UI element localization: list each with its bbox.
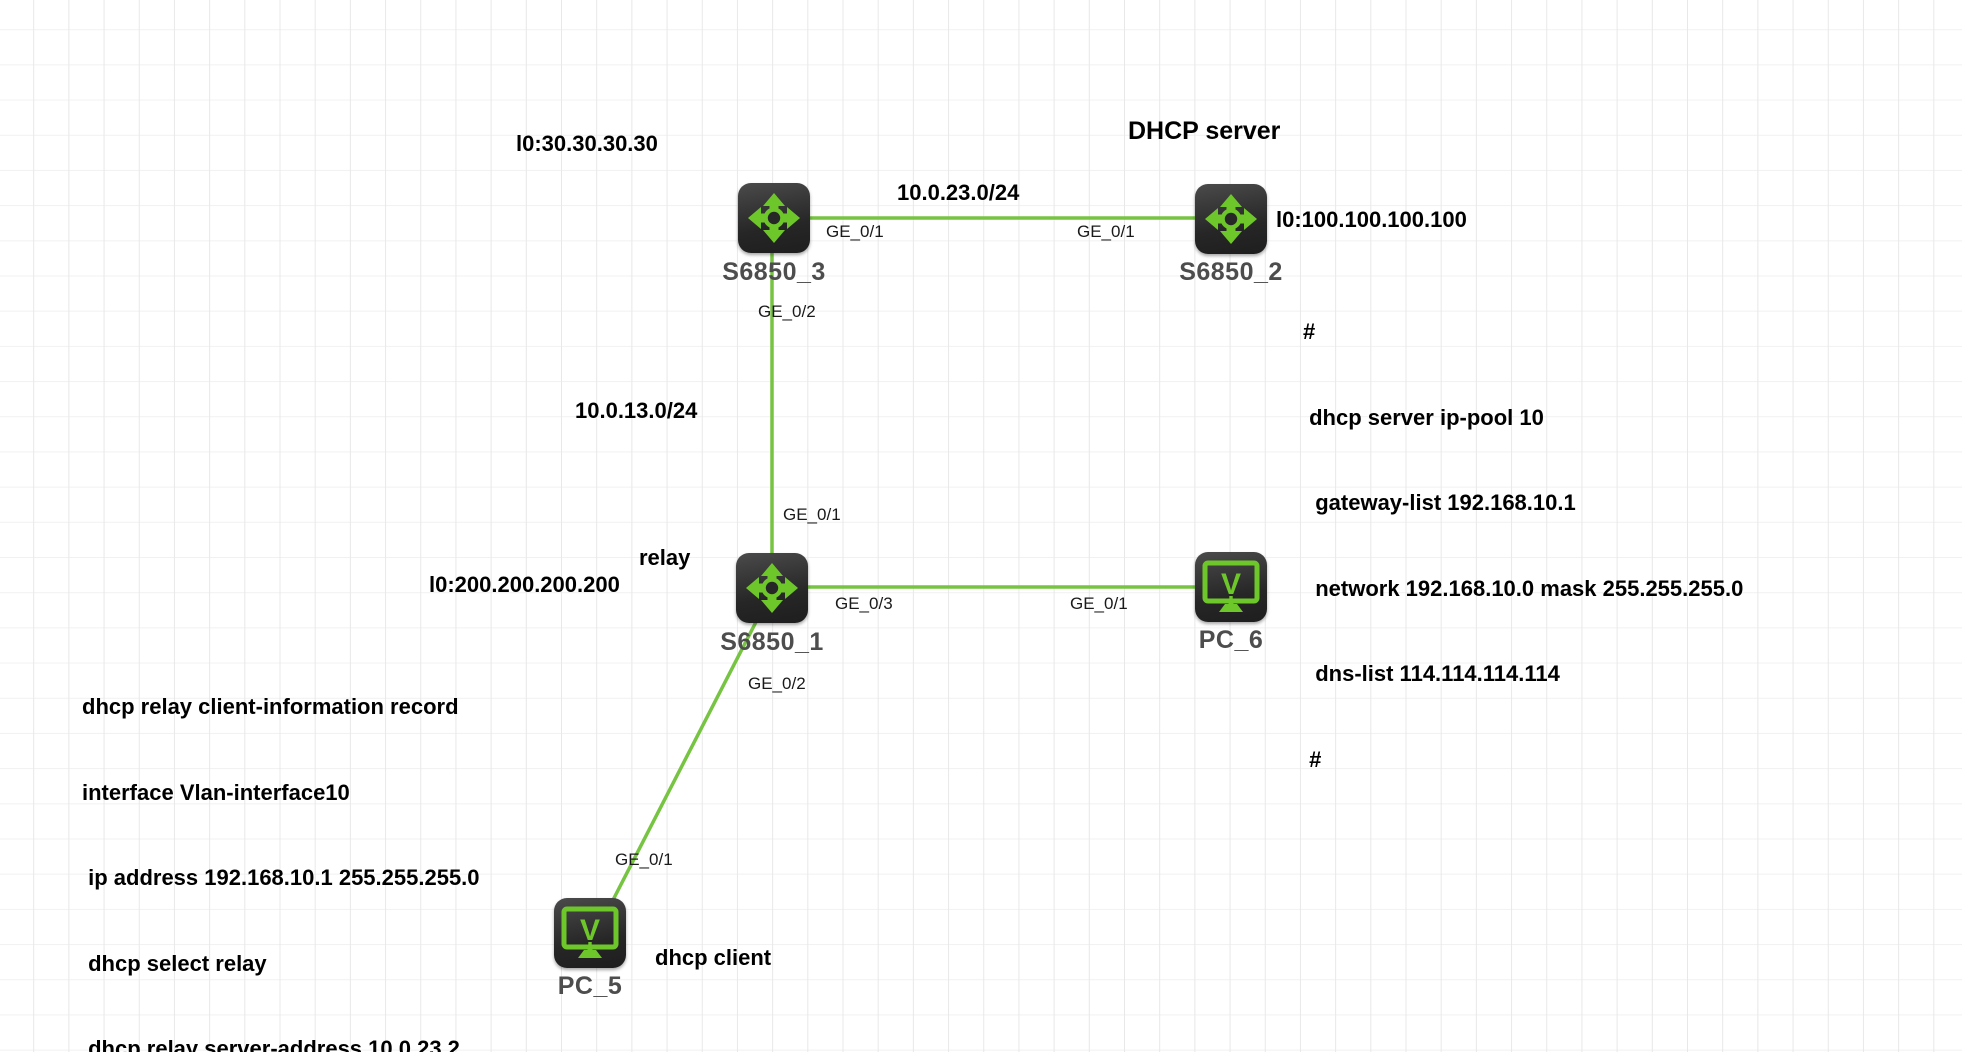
node-label-s6850_3: S6850_3	[722, 258, 826, 286]
config-line: network 192.168.10.0 mask 255.255.255.0	[1303, 575, 1744, 601]
dhcp-server-config-block: # dhcp server ip-pool 10 gateway-list 19…	[1303, 261, 1743, 831]
dhcp-relay-config-block: dhcp relay client-information record int…	[82, 636, 510, 1052]
port-label-s6850_1-ge-0-2: GE_0/2	[748, 674, 806, 693]
pc-monitor-icon[interactable]: V	[1195, 552, 1267, 622]
node-label-s6850_1: S6850_1	[720, 628, 824, 656]
config-line: #	[1303, 319, 1316, 344]
port-label-s6850_2-ge-0-1: GE_0/1	[1077, 222, 1135, 241]
config-line: dhcp server ip-pool 10	[1303, 404, 1544, 430]
relay-title: relay	[639, 545, 691, 570]
config-line: dhcp relay server-address 10.0.23.2	[82, 1036, 460, 1052]
port-label-s6850_3-ge-0-1: GE_0/1	[826, 222, 884, 241]
svg-text:V: V	[580, 914, 600, 947]
subnet-label-10-0-13-0: 10.0.13.0/24	[575, 398, 698, 423]
switch-icon[interactable]	[1195, 184, 1267, 254]
node-label-pc_5: PC_5	[557, 972, 623, 1000]
config-line: dhcp select relay	[82, 950, 267, 976]
config-line: ip address 192.168.10.1 255.255.255.0	[82, 865, 480, 890]
loopback-label-s6850_2: l0:100.100.100.100	[1276, 207, 1467, 232]
config-line: dhcp relay client-information record	[82, 694, 459, 719]
pc-monitor-icon[interactable]: V	[554, 898, 626, 968]
subnet-label-10-0-23-0: 10.0.23.0/24	[897, 180, 1020, 205]
loopback-label-s6850_1: l0:200.200.200.200	[429, 572, 620, 597]
node-label-s6850_2: S6850_2	[1179, 258, 1283, 286]
config-line: dns-list 114.114.114.114	[1303, 661, 1560, 686]
config-line: interface Vlan-interface10	[82, 779, 350, 805]
port-label-s6850_1-ge-0-3: GE_0/3	[835, 594, 893, 613]
port-label-s6850_1-ge-0-1: GE_0/1	[783, 505, 841, 524]
dhcp-client-title: dhcp client	[655, 945, 772, 970]
port-label-pc_5-ge-0-1: GE_0/1	[615, 850, 673, 869]
node-label-pc_6: PC_6	[1198, 626, 1264, 654]
svg-text:V: V	[1221, 568, 1241, 601]
switch-icon[interactable]	[738, 183, 810, 253]
switch-icon[interactable]	[736, 553, 808, 623]
loopback-label-s6850_3: l0:30.30.30.30	[516, 131, 658, 156]
port-label-pc_6-ge-0-1: GE_0/1	[1070, 594, 1128, 613]
dhcp-server-title: DHCP server	[1128, 117, 1281, 145]
config-line: gateway-list 192.168.10.1	[1303, 490, 1576, 515]
config-line: #	[1303, 746, 1322, 772]
port-label-s6850_3-ge-0-2: GE_0/2	[758, 302, 816, 321]
